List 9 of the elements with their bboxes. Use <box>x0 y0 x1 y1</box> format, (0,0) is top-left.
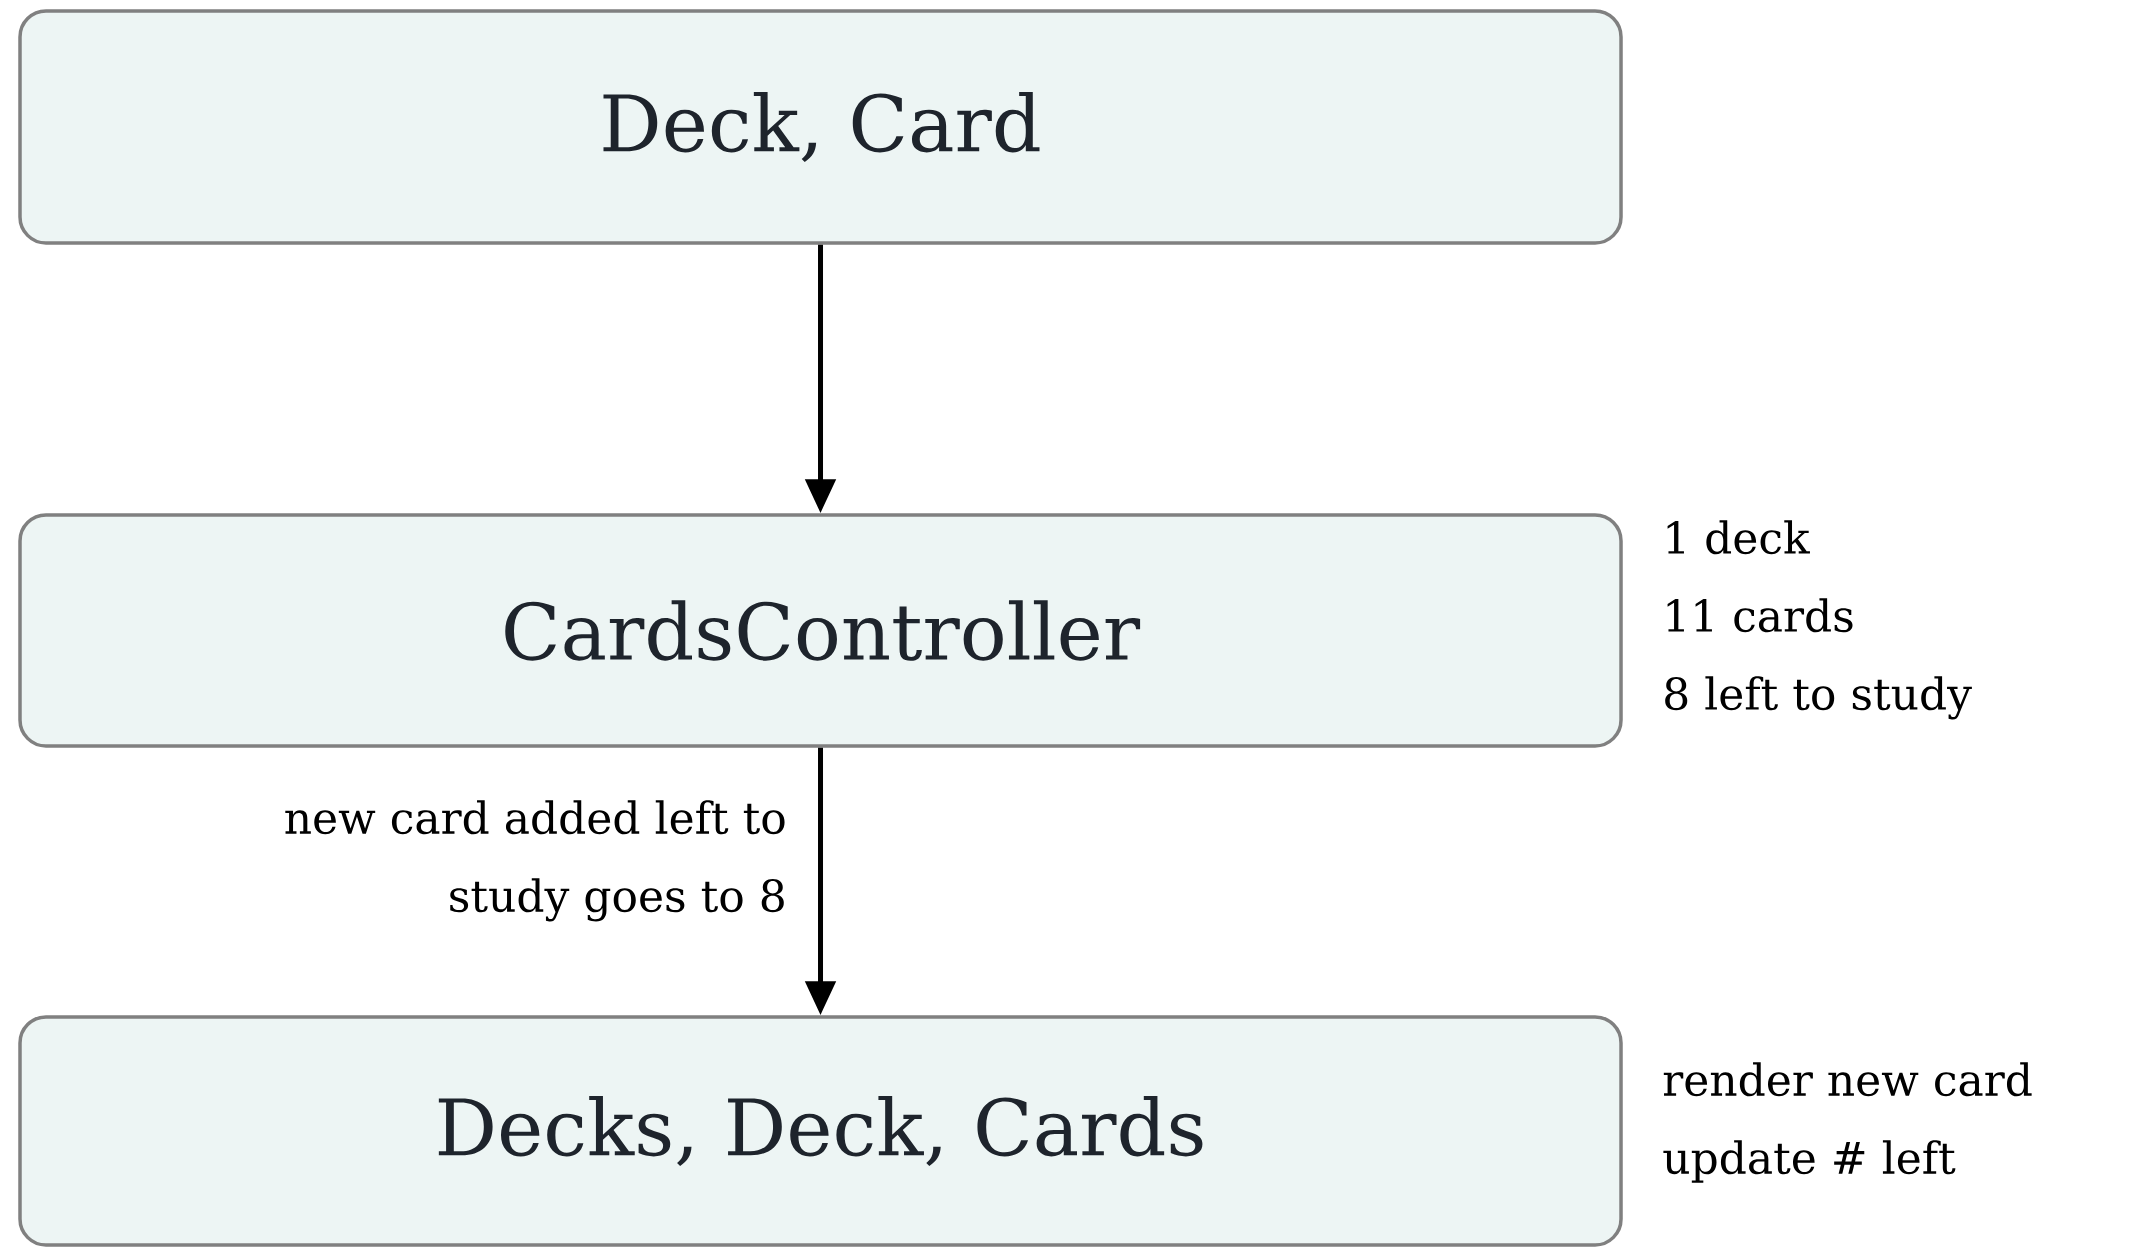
process-box: Deck, Card <box>18 9 1623 245</box>
side-note: 8 left to study <box>1665 676 1972 720</box>
side-note: 1 deck <box>1667 520 1810 555</box>
process-box: CardsController <box>18 513 1623 748</box>
side-note: update # left <box>1663 1140 1956 1183</box>
side-note: 11 cards <box>1667 598 1853 633</box>
process-box: Decks, Deck, Cards <box>18 1015 1623 1247</box>
side-note: render new card <box>1663 1062 2032 1097</box>
edge-label: new card added left to study goes to 8 <box>285 800 785 922</box>
